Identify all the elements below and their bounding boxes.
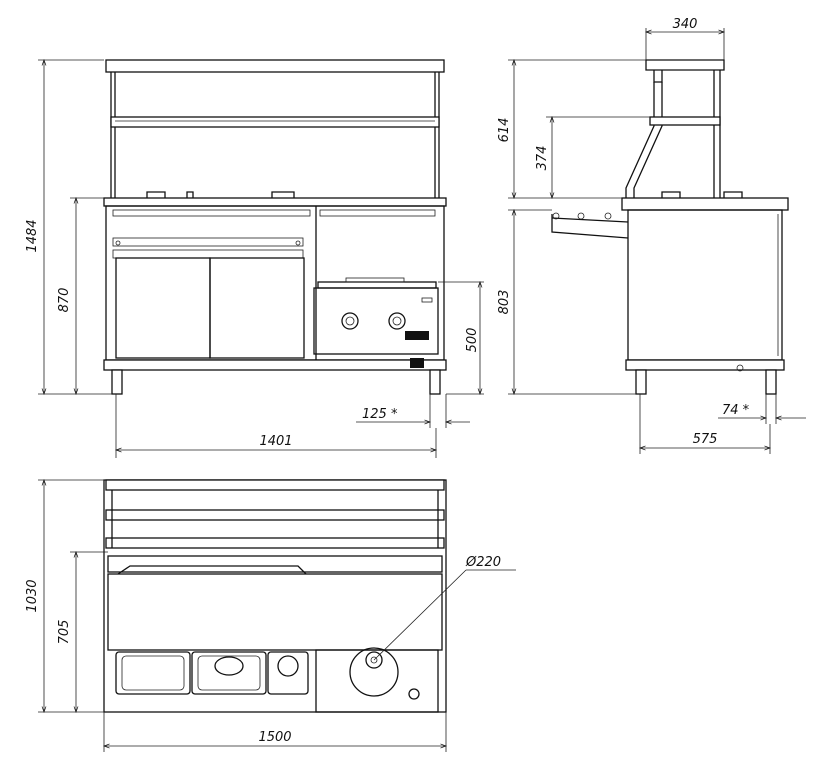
dim-plan-hole-diameter: Ø220 xyxy=(465,555,501,570)
dim-plan-inner-depth: 705 xyxy=(57,620,72,645)
side-leg-left xyxy=(635,369,647,395)
front-shelf xyxy=(110,116,440,128)
front-leg-left xyxy=(111,369,123,395)
dim-side-top-width: 340 xyxy=(673,17,698,32)
dim-front-counter-height: 870 xyxy=(57,288,72,313)
plan-induction-hob xyxy=(349,647,399,697)
dim-side-superstructure-height: 614 xyxy=(497,118,512,143)
front-leg-right xyxy=(429,369,441,395)
plan-counter xyxy=(107,573,443,651)
side-cabinet xyxy=(627,209,783,361)
dim-plan-width: 1500 xyxy=(258,730,291,745)
dim-front-leg-offset: 125 * xyxy=(362,407,398,422)
plan-view xyxy=(103,479,447,713)
front-knob-left xyxy=(341,312,359,330)
front-display xyxy=(405,331,429,340)
plan-canopy-rail-1 xyxy=(105,479,445,491)
front-canopy-top-rail xyxy=(105,59,445,73)
dim-side-counter-height: 803 xyxy=(497,290,512,315)
dim-plan-depth: 1030 xyxy=(25,579,40,612)
front-door-left xyxy=(115,257,211,359)
plan-pans xyxy=(115,649,439,713)
front-knob-right xyxy=(388,312,406,330)
side-dimensions: 340 614 374 803 74 * 575 xyxy=(497,17,806,454)
dim-side-depth: 575 xyxy=(693,432,718,447)
front-induction-module xyxy=(313,287,439,355)
side-leg-right xyxy=(765,369,777,395)
dim-side-shelf-height: 374 xyxy=(535,146,550,171)
front-counter-top xyxy=(103,197,447,207)
plan-dimensions: 1030 705 Ø220 1500 xyxy=(25,480,516,752)
dim-front-total-height: 1484 xyxy=(25,219,40,252)
front-dimensions: 1484 870 500 125 * 1401 xyxy=(25,60,484,458)
plan-canopy-rail-2 xyxy=(105,509,445,521)
front-door-right xyxy=(209,257,305,359)
dim-front-width: 1401 xyxy=(259,434,292,449)
front-view xyxy=(103,59,447,395)
dim-front-module-height: 500 xyxy=(465,328,480,353)
plan-canopy-rail-3 xyxy=(105,537,445,549)
dim-side-leg-offset: 74 * xyxy=(722,403,750,418)
side-view xyxy=(551,59,789,395)
